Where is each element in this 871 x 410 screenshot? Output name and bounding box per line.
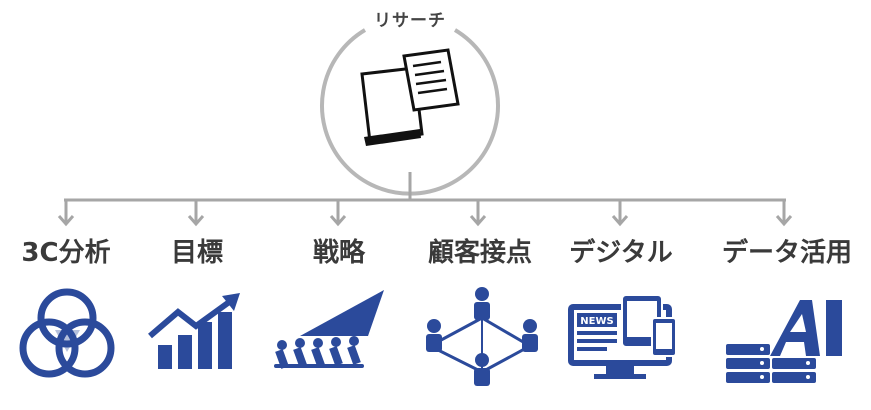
category-label-touchpoint: 顧客接点 [427,238,532,268]
category-label-3c: 3C分析 [21,238,111,268]
ai-server-icon [726,300,842,383]
root-label: リサーチ [374,11,446,31]
category-label-goal: 目標 [170,238,223,268]
category-label-data-use: データ活用 [721,238,852,268]
arrow-drop-1 [57,200,75,227]
arrow-drop-6 [775,200,793,227]
bar-chart-growth-icon [148,293,240,369]
category-label-digital: デジタル [569,238,673,268]
news-devices-icon: NEWS [568,294,677,379]
arrow-drop-3 [329,200,347,227]
arrow-drop-4 [469,200,487,227]
documents-icon [360,48,460,146]
category-label-strategy: 戦略 [312,238,365,268]
team-pushing-arrow-icon [274,290,384,369]
arrow-drop-2 [187,200,205,227]
svg-text:NEWS: NEWS [580,316,613,327]
customer-network-icon [426,287,538,386]
arrow-drop-5 [611,200,629,227]
three-circles-venn-icon [19,288,115,378]
